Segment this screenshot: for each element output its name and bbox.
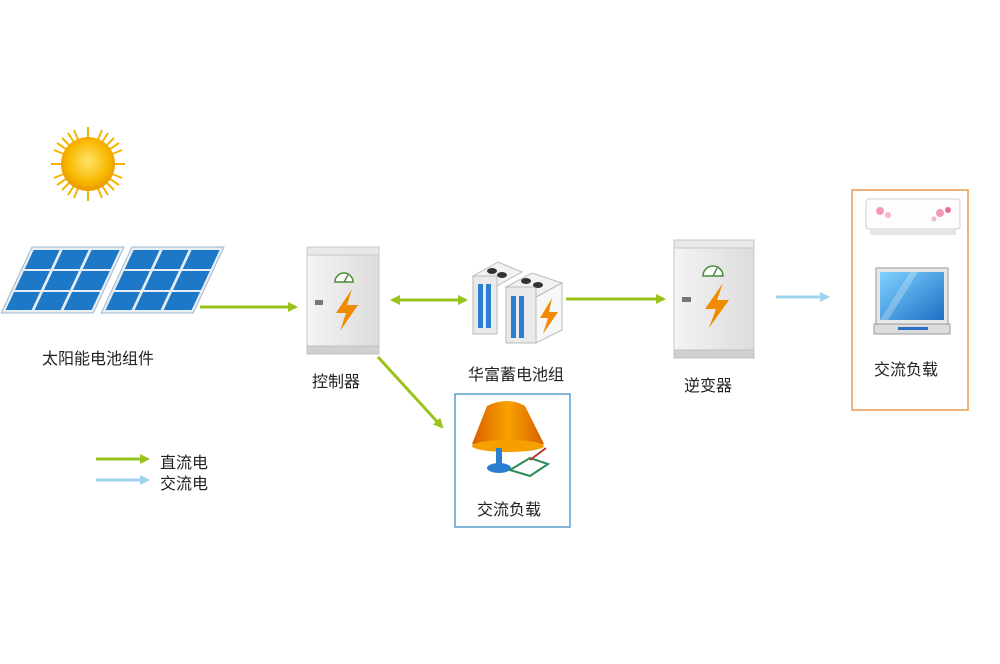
appliance-load-label: 交流负载 — [874, 360, 939, 379]
controller-icon — [306, 246, 380, 355]
television-icon — [873, 267, 951, 335]
solar-panels-icon — [0, 246, 225, 314]
legend-ac-label: 交流电 — [160, 474, 209, 493]
lamp-load-label: 交流负载 — [477, 500, 542, 519]
controller-label: 控制器 — [312, 372, 361, 391]
sun-icon — [51, 127, 125, 201]
legend-dc-label: 直流电 — [160, 453, 209, 472]
air-conditioner-icon — [865, 198, 961, 235]
inverter-icon — [673, 239, 755, 359]
solar-panels-label: 太阳能电池组件 — [42, 349, 155, 368]
battery-label: 华富蓄电池组 — [468, 365, 565, 384]
battery-icon — [471, 261, 564, 344]
inverter-label: 逆变器 — [684, 376, 733, 395]
arrow-controller-to-lamp — [376, 355, 444, 429]
lamp-icon — [472, 401, 551, 478]
